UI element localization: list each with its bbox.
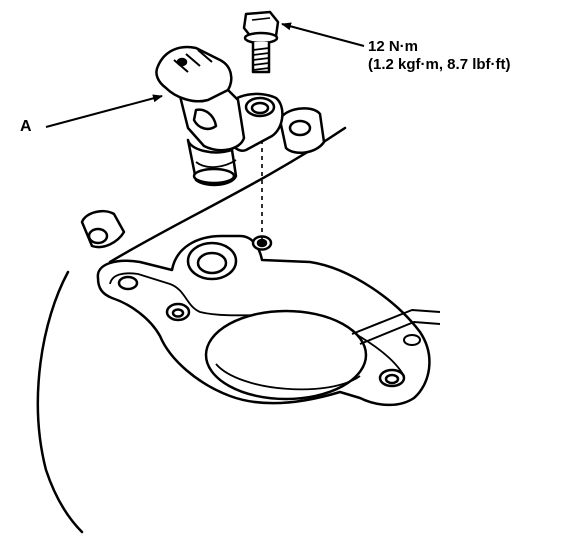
callout-leaders [45, 22, 365, 128]
housing-boss-left [80, 210, 126, 249]
gasket-flange [96, 234, 431, 407]
sensor-a [155, 45, 284, 187]
torque-spec-alt-units: (1.2 kgf·m, 8.7 lbf·ft) [368, 56, 511, 73]
torque-spec-label: 12 N·m (1.2 kgf·m, 8.7 lbf·ft) [368, 38, 511, 74]
housing-boss-right [278, 107, 326, 155]
torque-spec-nm: 12 N·m [368, 38, 419, 55]
callout-label-a: A [20, 118, 32, 135]
mounting-bolt [242, 10, 280, 74]
leader-arrow-torque [281, 22, 365, 47]
leader-arrow-a [45, 94, 163, 128]
housing-right-rib [351, 309, 441, 346]
